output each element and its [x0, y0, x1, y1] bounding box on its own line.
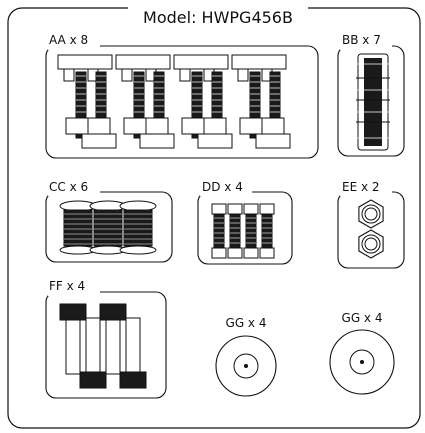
aa-bolt-pair: [173, 54, 233, 149]
part-box-aa: [45, 45, 319, 159]
part-group-gg-2: GG x 4: [329, 311, 395, 395]
part-group-cc: CC x 6: [45, 180, 173, 263]
model-title: Model: HWPG456B: [143, 8, 293, 27]
dd-bolt: [259, 203, 275, 259]
part-label-ee: EE x 2: [342, 180, 380, 194]
cc-screw: [59, 200, 97, 255]
gg-washer-2: [329, 329, 395, 395]
ff-screw: [119, 317, 147, 389]
bb-screw-stack: [356, 53, 390, 151]
part-label-ff: FF x 4: [49, 279, 85, 293]
ff-screw: [59, 303, 87, 375]
cc-screw: [119, 200, 157, 255]
aa-bolt-pair: [231, 54, 291, 149]
dd-bolt: [243, 203, 259, 259]
part-label-gg-1: GG x 4: [226, 316, 267, 330]
ee-nut: [358, 229, 384, 259]
cc-screw: [89, 200, 127, 255]
part-label-bb: BB x 7: [342, 33, 381, 47]
part-box-ff: [45, 291, 167, 399]
ff-screw: [99, 303, 127, 375]
gg-washer-1: [215, 335, 277, 397]
ff-screw: [79, 317, 107, 389]
part-label-gg-2: GG x 4: [342, 311, 383, 325]
aa-bolt-pair: [115, 54, 175, 149]
aa-bolt-pair: [57, 54, 117, 149]
part-group-gg-1: GG x 4: [215, 316, 277, 397]
part-label-dd: DD x 4: [202, 180, 243, 194]
part-group-aa: AA x 8: [45, 33, 319, 159]
ee-nut: [358, 199, 384, 229]
dd-bolt: [211, 203, 227, 259]
part-group-bb: BB x 7: [337, 33, 405, 157]
part-group-dd: DD x 4: [197, 180, 293, 265]
part-label-cc: CC x 6: [49, 180, 88, 194]
part-label-aa: AA x 8: [49, 33, 88, 47]
part-box-cc: [45, 191, 173, 263]
part-group-ff: FF x 4: [45, 279, 167, 399]
part-group-ee: EE x 2: [337, 180, 405, 269]
dd-bolt: [227, 203, 243, 259]
